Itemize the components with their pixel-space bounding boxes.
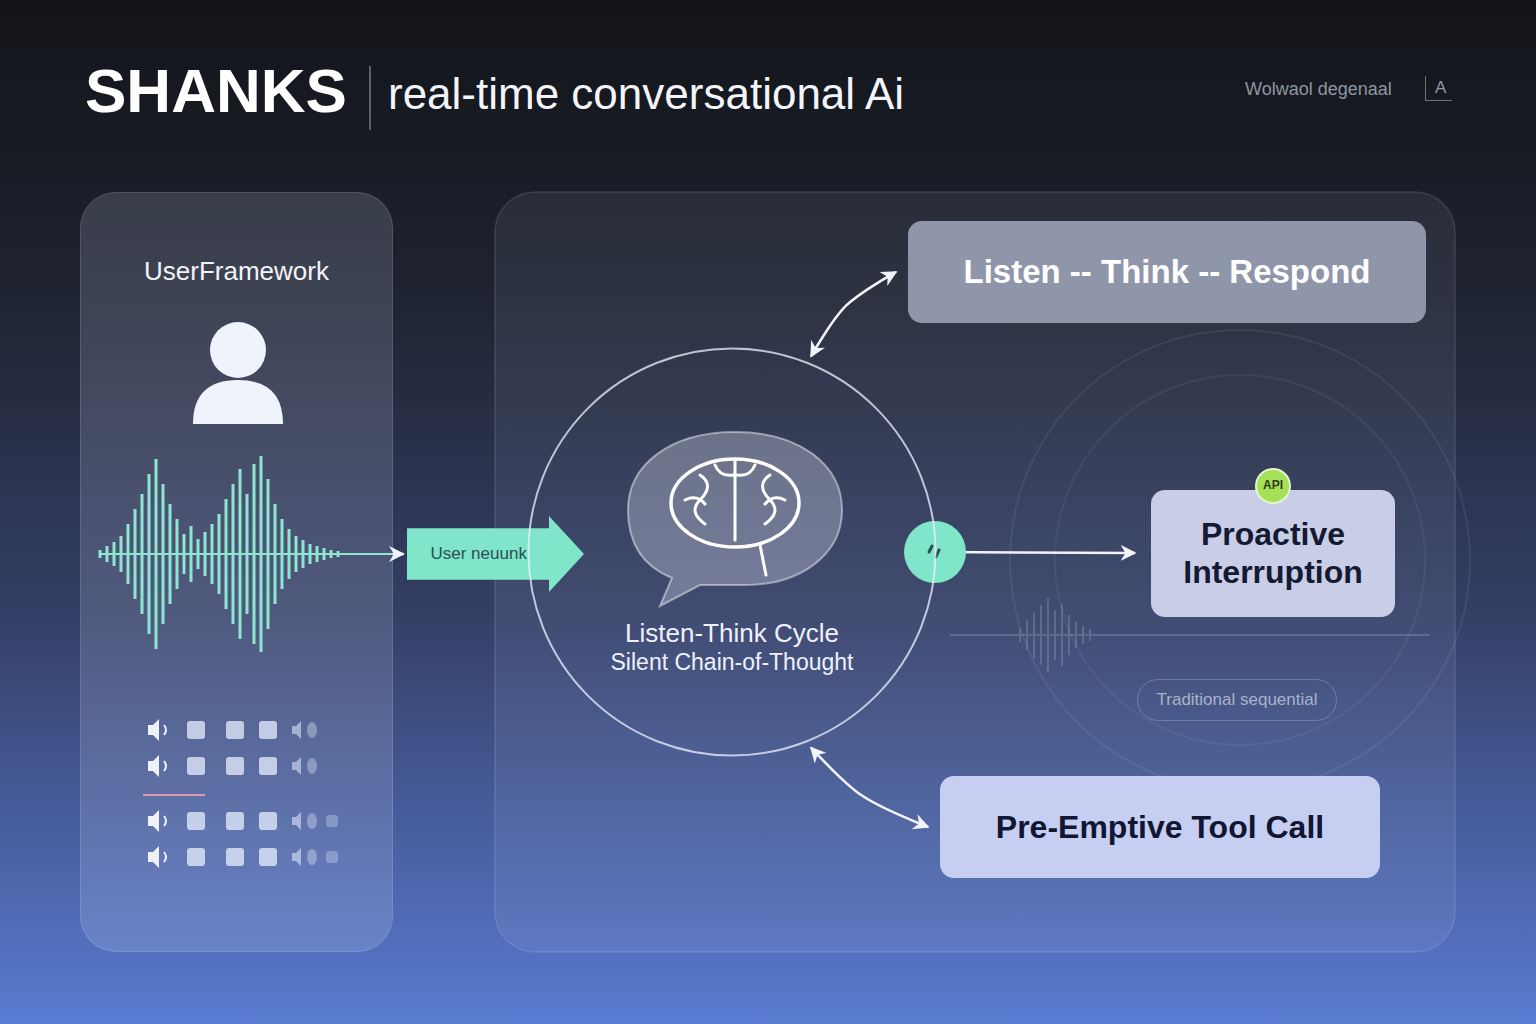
api-badge: API [1255,468,1291,504]
ring [1055,375,1425,745]
process-box-label: Listen -- Think -- Respond [964,253,1371,291]
process-box: Listen -- Think -- Respond [908,221,1426,323]
speech-bubble [628,432,842,606]
watermark: Wolwaol degenaal [1245,80,1392,98]
connector-arrow [393,553,404,556]
signal-glyph [929,546,939,557]
process-box: APIProactive Interruption [1151,490,1395,617]
circle-outline [527,347,937,757]
user-panel-label: UserFramework [144,257,329,287]
connectors [393,272,1135,827]
main-panel [495,192,1455,952]
background-rings [950,330,1470,790]
subtitle: real-time conversational Ai [388,72,904,116]
connector-arrow [937,552,1135,553]
connector-arrow [811,748,928,827]
arrow-fill [407,516,584,592]
cycle-circle: Listen-Think CycleSilent Chain-of-Though… [527,347,937,757]
legacy-pill: Traditional sequential [1137,679,1337,721]
input-arrow: User neuunk [407,516,584,592]
title: SHANKS [85,60,347,122]
cycle-circle-label: Silent Chain-of-Thought [611,649,854,675]
cycle-circle-label: Listen-Think Cycle [625,619,839,649]
cycle-ring [529,349,936,756]
brain-icon [628,432,842,606]
title-divider [369,66,371,130]
process-box-label: Proactive Interruption [1169,515,1377,592]
process-box: Pre-Emptive Tool Call [940,776,1380,878]
corner-mark: A [1425,76,1452,101]
brain-folds [685,460,785,575]
process-box-label: Pre-Emptive Tool Call [996,809,1324,846]
connector-arrow [811,272,896,356]
legacy-pill-label: Traditional sequential [1157,690,1318,710]
user-panel: UserFramework [80,192,393,952]
api-badge-label: API [1263,479,1283,493]
ring [1010,330,1470,790]
input-arrow-label: User neuunk [431,544,527,564]
